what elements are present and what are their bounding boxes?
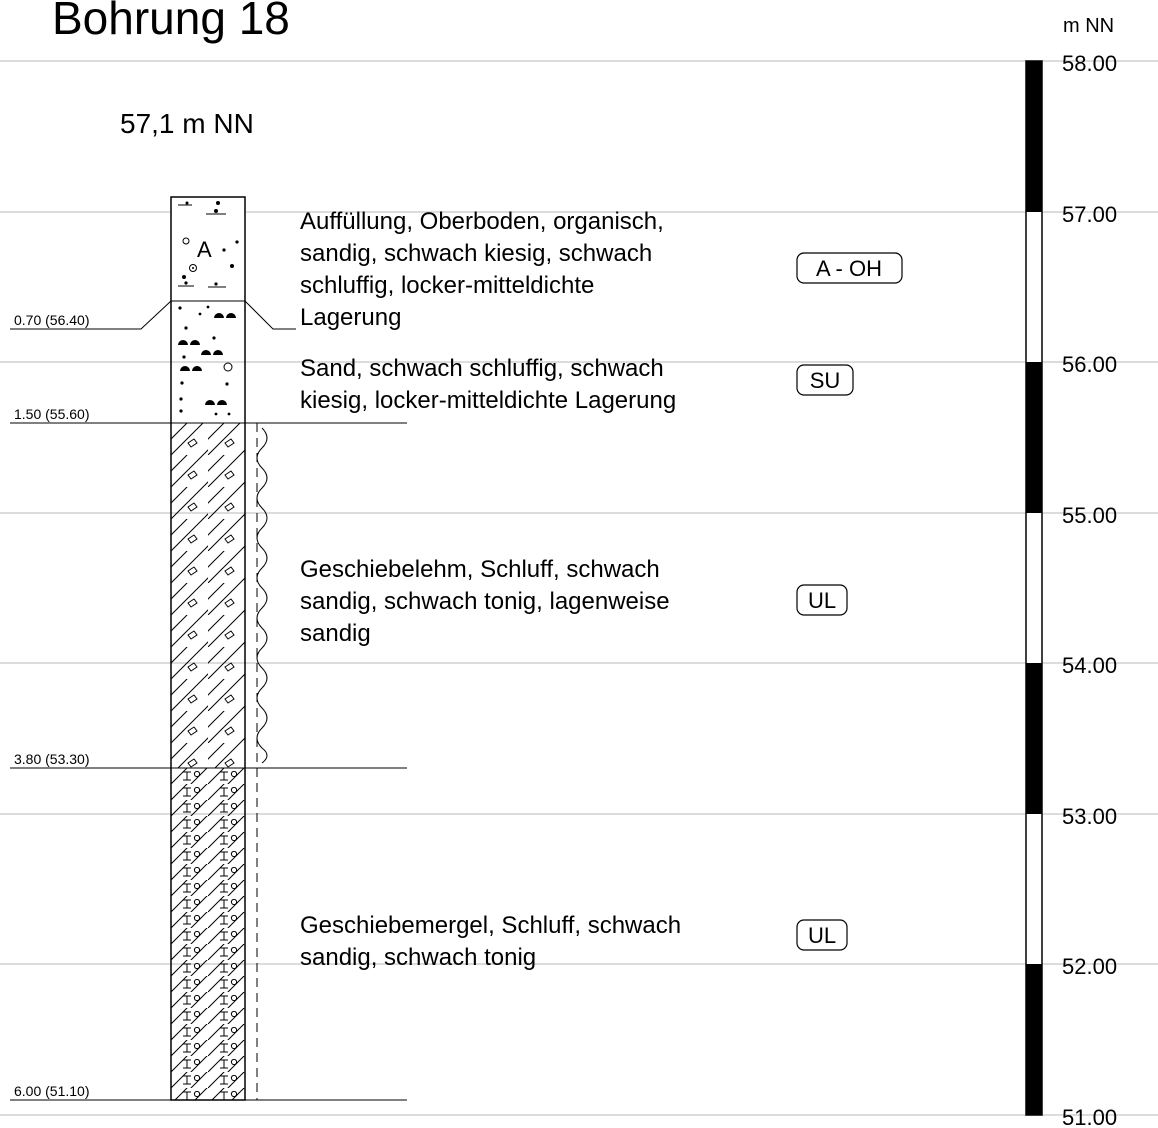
scale-tick-label: 56.00 [1062,352,1117,377]
layer-lehm-hatch [171,423,245,768]
layer-description-line: Geschiebelehm, Schluff, schwach [300,556,660,583]
layer-description-line: kiesig, locker-mitteldichte Lagerung [300,387,676,414]
depth-label: 6.00 (51.10) [14,1083,90,1099]
layer-description-line: sandig, schwach kiesig, schwach [300,240,652,267]
borehole-title: Bohrung 18 [52,0,290,44]
scale-unit: m NN [1063,15,1114,37]
scale-tick-label: 55.00 [1062,503,1117,528]
layer-description-line: sandig [300,620,371,647]
scale-segment-dark [1026,61,1042,212]
scale-segment-dark [1026,663,1042,814]
layer-description-line: Auffüllung, Oberboden, organisch, [300,208,664,235]
layer-description-line: sandig, schwach tonig [300,944,536,971]
layer-description-line: Geschiebemergel, Schluff, schwach [300,912,681,939]
scale-tick-label: 57.00 [1062,202,1117,227]
layer-description-line: Lagerung [300,304,401,331]
ground-elevation-label: 57,1 m NN [120,108,254,139]
elevation-scale [1025,60,1043,1116]
soil-code: UL [808,588,836,613]
layer-description: Auffüllung, Oberboden, organisch, sandig… [300,208,664,331]
fill-symbol-letter: A [197,237,212,262]
scale-segment-dark [1026,362,1042,513]
scale-tick-label: 58.00 [1062,51,1117,76]
soil-code-badge: UL [796,584,848,616]
layer-description: Geschiebemergel, Schluff, schwach sandig… [300,912,681,971]
layer-sand-symbol [178,305,236,416]
layer-description: Geschiebelehm, Schluff, schwach sandig, … [300,556,670,647]
soil-code-badge: SU [796,364,854,396]
wavy-line [256,427,268,764]
layer-description-line: Sand, schwach schluffig, schwach [300,355,664,382]
layer-description-line: sandig, schwach tonig, lagenweise [300,588,670,615]
depth-label: 1.50 (55.60) [14,406,90,422]
layer-description-line: schluffig, locker-mitteldichte [300,272,594,299]
scale-tick-label: 54.00 [1062,653,1117,678]
scale-tick-label: 53.00 [1062,804,1117,829]
layer-description: Sand, schwach schluffig, schwach kiesig,… [300,355,676,414]
scale-tick-label: 51.00 [1062,1105,1117,1128]
depth-lines [10,300,407,1101]
layer-mergel-hatch [171,768,245,1100]
soil-code: UL [808,923,836,948]
depth-label: 3.80 (53.30) [14,751,90,767]
soil-code-badge: UL [796,919,848,951]
layer-fill-symbol: A [171,197,245,301]
scale-segment-dark [1026,964,1042,1115]
soil-code: A - OH [816,256,882,281]
soil-code-badge: A - OH [796,252,903,284]
depth-label: 0.70 (56.40) [14,312,90,328]
scale-tick-label: 52.00 [1062,954,1117,979]
soil-code: SU [810,368,841,393]
